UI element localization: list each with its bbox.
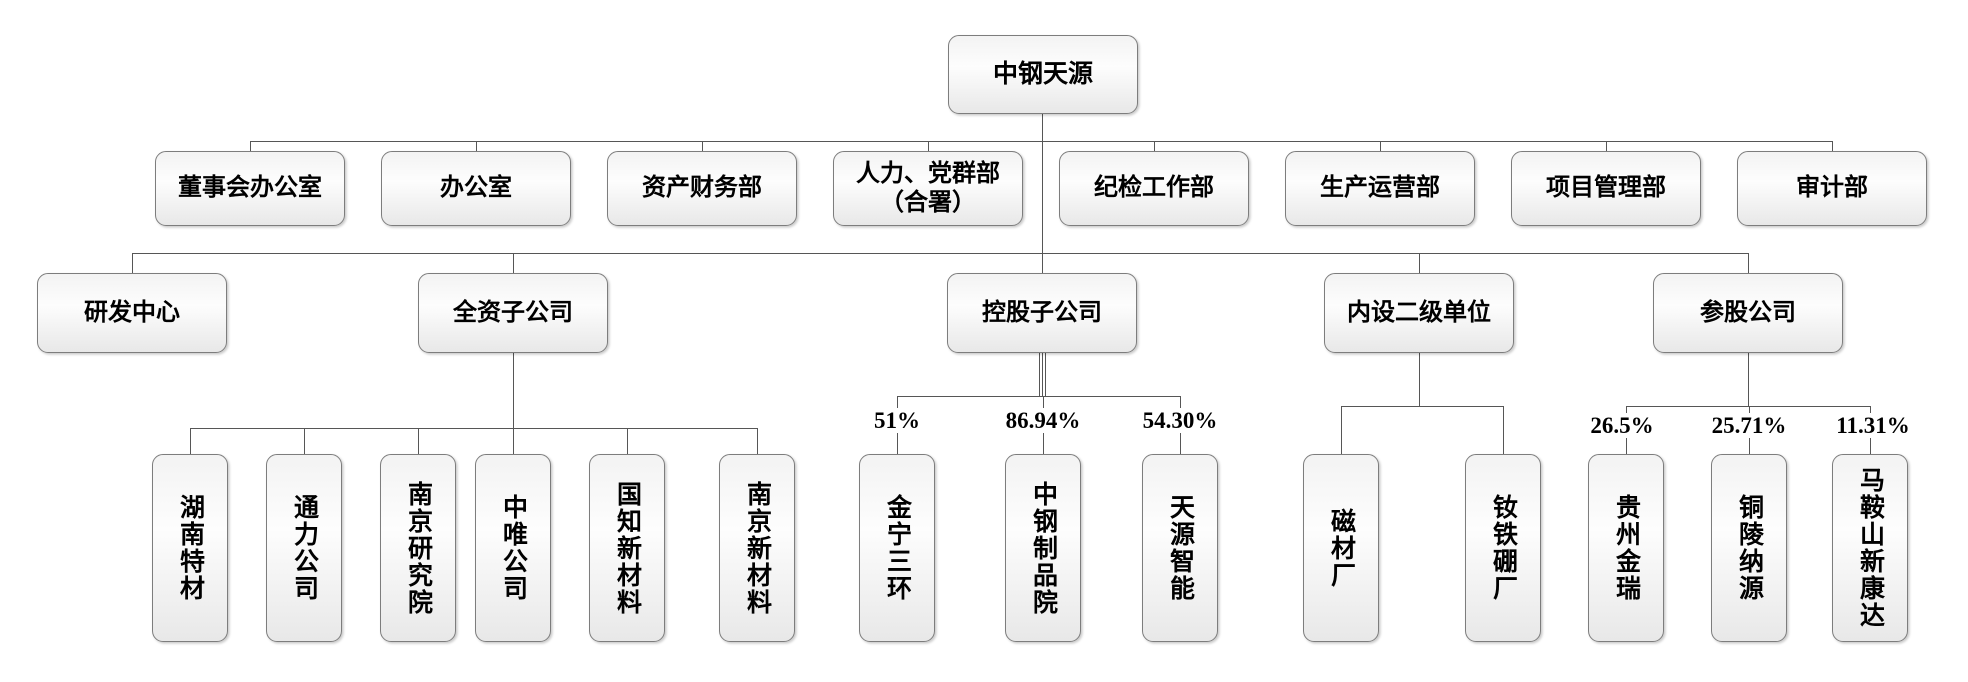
org-node-label: 资产财务部 (642, 175, 762, 202)
org-node-dept-board-office: 董事会办公室 (155, 151, 345, 226)
connector-holding-rail (897, 396, 1181, 397)
org-node-label: 磁材厂 (1327, 507, 1355, 589)
org-node-tongling-nayuan: 铜陵纳源 (1711, 454, 1787, 642)
connector-dept-stub (702, 141, 703, 151)
ownership-label: 25.71% (1708, 413, 1790, 439)
org-node-label: 研发中心 (84, 299, 180, 326)
org-node-holding-subsidiaries: 控股子公司 (947, 273, 1137, 353)
connector-wholly-stub (627, 428, 628, 454)
org-node-label: 人力、党群部 （合署） (856, 161, 1000, 216)
connector-internal-rail (1341, 406, 1504, 407)
org-node-nanjing-new-materials: 南京新材料 (719, 454, 795, 642)
org-node-label: 钕铁硼厂 (1489, 494, 1517, 602)
org-node-label: 金宁三环 (883, 494, 911, 602)
org-node-label: 项目管理部 (1546, 175, 1666, 202)
org-node-rd-center: 研发中心 (37, 273, 227, 353)
connector-wholly-stub (513, 428, 514, 454)
connector-dept-stub (1606, 141, 1607, 151)
org-node-label: 纪检工作部 (1094, 175, 1214, 202)
org-node-label: 中唯公司 (499, 494, 527, 602)
ownership-label: 86.94% (1002, 408, 1084, 434)
org-node-label: 办公室 (440, 175, 512, 202)
connector-dept-stub (476, 141, 477, 151)
connector-wholly-stub (418, 428, 419, 454)
connector-internal-stub (1503, 406, 1504, 454)
org-node-magnetic-materials-plant: 磁材厂 (1303, 454, 1379, 642)
org-node-label: 马鞍山新康达 (1856, 467, 1884, 629)
ownership-label: 54.30% (1139, 408, 1221, 434)
org-node-guizhou-jinrui: 贵州金瑞 (1588, 454, 1664, 642)
org-node-hunan-special-materials: 湖南特材 (152, 454, 228, 642)
connector-invested-drop (1748, 353, 1749, 406)
org-node-dept-audit: 审计部 (1737, 151, 1927, 226)
connector-trunk (1042, 114, 1043, 253)
ownership-label: 26.5% (1587, 413, 1657, 439)
connector-dept-stub (1154, 141, 1155, 151)
org-node-label: 审计部 (1796, 175, 1868, 202)
org-node-label: 天源智能 (1166, 494, 1194, 602)
org-node-dept-project-management: 项目管理部 (1511, 151, 1701, 226)
org-node-guozhi-new-materials: 国知新材料 (589, 454, 665, 642)
connector-wholly-stub (190, 428, 191, 454)
org-node-label: 南京新材料 (743, 480, 771, 616)
org-node-nanjing-research-institute: 南京研究院 (380, 454, 456, 642)
connector-dept-stub (1380, 141, 1381, 151)
org-node-invested-companies: 参股公司 (1653, 273, 1843, 353)
org-node-label: 贵州金瑞 (1612, 494, 1640, 602)
connector-internal-drop (1419, 353, 1420, 406)
connector-level2-stub (1419, 253, 1420, 273)
org-node-tongli-company: 通力公司 (266, 454, 342, 642)
connector-level2-stub (1748, 253, 1749, 273)
org-node-dept-office: 办公室 (381, 151, 571, 226)
org-node-label: 内设二级单位 (1347, 299, 1491, 326)
org-node-root: 中钢天源 (948, 35, 1138, 114)
org-node-label: 南京研究院 (404, 480, 432, 616)
org-node-label: 中钢天源 (992, 60, 1093, 88)
org-node-dept-discipline: 纪检工作部 (1059, 151, 1249, 226)
connector-level2-stub (1042, 253, 1043, 273)
org-node-jinning-sanhuan: 金宁三环 (859, 454, 935, 642)
org-node-label: 董事会办公室 (178, 175, 322, 202)
connector-holding-drop (1039, 353, 1040, 396)
ownership-label: 11.31% (1833, 413, 1913, 439)
connector-wholly-stub (304, 428, 305, 454)
org-node-label: 中钢制品院 (1029, 480, 1057, 616)
connector-invested-rail (1626, 406, 1871, 407)
connector-dept-stub (1832, 141, 1833, 151)
connector-holding-drop (1045, 353, 1046, 396)
org-node-label: 铜陵纳源 (1735, 494, 1763, 602)
org-node-wholly-subsidiaries: 全资子公司 (418, 273, 608, 353)
connector-dept-rail (250, 141, 1833, 142)
org-node-maanshan-xinkangda: 马鞍山新康达 (1832, 454, 1908, 642)
org-node-dept-hr-party: 人力、党群部 （合署） (833, 151, 1023, 226)
org-node-dept-production-operations: 生产运营部 (1285, 151, 1475, 226)
org-node-ndfeb-plant: 钕铁硼厂 (1465, 454, 1541, 642)
org-node-label: 全资子公司 (453, 299, 573, 326)
org-node-label: 控股子公司 (982, 299, 1102, 326)
connector-wholly-stub (757, 428, 758, 454)
connector-dept-stub (250, 141, 251, 151)
connector-internal-stub (1341, 406, 1342, 454)
connector-holding-drop (1042, 353, 1043, 396)
connector-dept-stub (928, 141, 929, 151)
connector-wholly-rail (190, 428, 758, 429)
org-node-tianyuan-intelligent: 天源智能 (1142, 454, 1218, 642)
org-node-sinosteel-products-institute: 中钢制品院 (1005, 454, 1081, 642)
org-node-internal-units: 内设二级单位 (1324, 273, 1514, 353)
ownership-label: 51% (871, 408, 923, 434)
org-node-zhongwei-company: 中唯公司 (475, 454, 551, 642)
org-node-dept-asset-finance: 资产财务部 (607, 151, 797, 226)
org-node-label: 生产运营部 (1320, 175, 1440, 202)
org-node-label: 通力公司 (290, 494, 318, 602)
org-node-label: 参股公司 (1700, 299, 1796, 326)
connector-level2-stub (513, 253, 514, 273)
connector-wholly-drop (513, 353, 514, 428)
org-node-label: 湖南特材 (176, 494, 204, 602)
connector-level2-rail (132, 253, 1749, 254)
org-node-label: 国知新材料 (613, 480, 641, 616)
connector-level2-stub (132, 253, 133, 273)
